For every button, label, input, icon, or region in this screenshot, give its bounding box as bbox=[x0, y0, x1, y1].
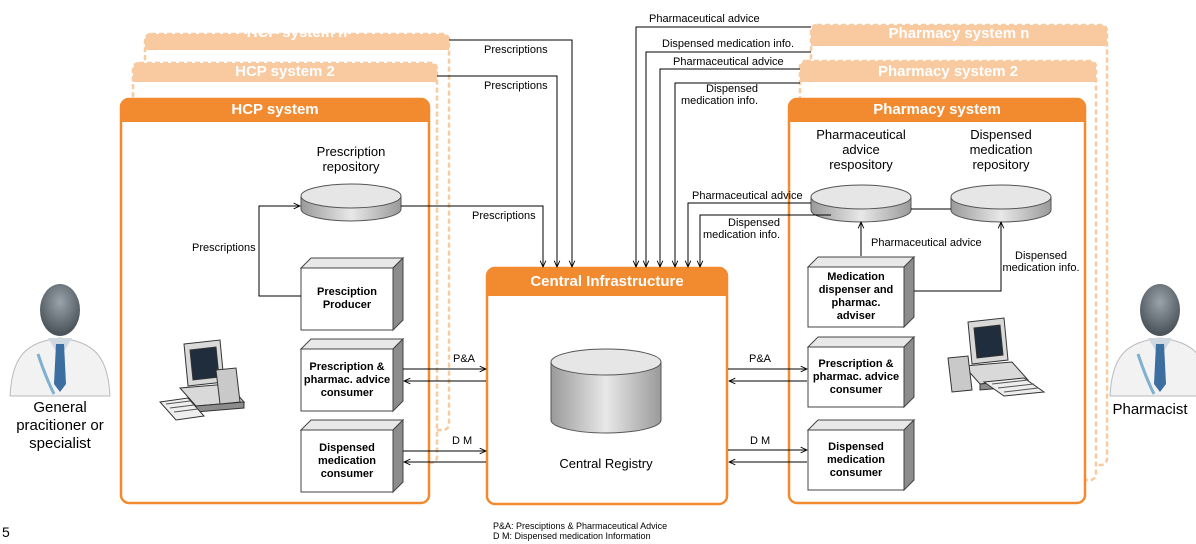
hcp-system-2-title: HCP system 2 bbox=[235, 63, 335, 80]
dispensed-arrow-n bbox=[646, 51, 811, 267]
dispensed-label-2: Dispensed medication info. bbox=[680, 83, 758, 107]
pharmacy-dm-consumer-box bbox=[806, 418, 916, 492]
pharmacy-system-title: Pharmacy system bbox=[873, 101, 1001, 118]
dispensed-label-1: Dispensed medication info. bbox=[702, 217, 780, 241]
dm-right-label: D M bbox=[750, 435, 771, 447]
prescriptions-arrow-1 bbox=[401, 205, 543, 267]
hcp-computer-icon bbox=[159, 339, 246, 421]
pa-left-label: P&A bbox=[453, 353, 476, 365]
flow-arrows bbox=[258, 26, 1001, 462]
dispensed-label-n: Dispensed medication info. bbox=[662, 38, 795, 50]
prescription-repository-label: Prescription repository bbox=[316, 144, 386, 174]
pharmacy-system-2-title: Pharmacy system 2 bbox=[877, 63, 1019, 80]
prescriptions-label-1: Prescriptions bbox=[472, 210, 536, 222]
advice-arrow-n bbox=[636, 26, 811, 267]
hcp-system-title: HCP system bbox=[231, 101, 319, 118]
advice-arrow-2 bbox=[660, 68, 800, 267]
dispensed-medication-repository-disk bbox=[950, 184, 1052, 223]
hcp-pa-consumer-box bbox=[299, 337, 405, 413]
central-registry-label: Central Registry bbox=[559, 456, 653, 471]
pa-right-label: P&A bbox=[749, 353, 772, 365]
central-registry-cylinder bbox=[550, 348, 662, 434]
dispensed-medication-repository-label: Dispensed medication repository bbox=[969, 127, 1033, 172]
prescriptions-loop-arrow bbox=[258, 206, 301, 297]
prescriptions-arrow-n bbox=[449, 39, 572, 267]
general-practitioner-avatar bbox=[9, 284, 111, 397]
prescription-producer-label: Presciption Producer bbox=[317, 286, 377, 311]
medication-dispenser-box bbox=[806, 255, 916, 329]
hcp-system-n-title: HCP system n bbox=[246, 24, 348, 41]
advice-label-2: Pharmaceutical advice bbox=[673, 56, 784, 68]
prescription-repository-disk bbox=[300, 183, 402, 222]
legend-pa: P&A: Presciptions & Pharmaceutical Advic… bbox=[493, 521, 668, 531]
pharmacy-system-n-title: Pharmacy system n bbox=[888, 25, 1030, 42]
dm-left-label: D M bbox=[452, 435, 473, 447]
pharmacy-pa-consumer-label: Prescription & pharmac. advice consumer bbox=[812, 357, 900, 396]
medication-dispenser-label: Medication dispenser and pharmac. advise… bbox=[818, 271, 894, 322]
pharmaceutical-advice-repository-disk bbox=[810, 184, 912, 223]
prescription-producer-box bbox=[299, 256, 405, 332]
pharmaceutical-advice-repository-label: Pharmaceutical advice respository bbox=[816, 127, 906, 172]
hcp-pa-consumer-label: Prescription & pharmac. advice consumer bbox=[303, 360, 391, 399]
general-practitioner-label: General pracitioner or specialist bbox=[16, 399, 104, 452]
advice-internal-label: Pharmaceutical advice bbox=[871, 237, 982, 249]
prescriptions-loop-label: Prescriptions bbox=[192, 242, 256, 254]
dispensed-arrow-2 bbox=[675, 82, 800, 267]
hcp-dm-consumer-label: Dispensed medication consumer bbox=[317, 441, 377, 480]
pharmacy-pa-consumer-box bbox=[806, 335, 916, 409]
dispensed-internal-arrow bbox=[914, 222, 1001, 292]
prescriptions-arrow-2 bbox=[437, 75, 557, 267]
page-number: 5 bbox=[2, 524, 10, 540]
advice-arrow-1 bbox=[688, 202, 811, 267]
prescriptions-label-n: Prescriptions bbox=[484, 44, 548, 56]
dispensed-internal-label: Dispensed medication info. bbox=[1002, 250, 1080, 274]
pharmacist-avatar bbox=[1109, 284, 1196, 397]
pharmacist-label: Pharmacist bbox=[1112, 401, 1188, 418]
hcp-dm-consumer-box bbox=[299, 418, 405, 494]
central-infrastructure-title: Central Infrastructure bbox=[530, 273, 684, 290]
legend-dm: D M: Dispensed medication Information bbox=[493, 531, 651, 541]
pharmacy-computer-icon bbox=[947, 317, 1046, 397]
prescriptions-label-2: Prescriptions bbox=[484, 80, 548, 92]
pharmacy-dm-consumer-label: Dispensed medication consumer bbox=[826, 440, 886, 479]
advice-label-1: Pharmaceutical advice bbox=[692, 190, 803, 202]
dispensed-arrow-1 bbox=[700, 214, 831, 267]
advice-label-n: Pharmaceutical advice bbox=[649, 13, 760, 25]
